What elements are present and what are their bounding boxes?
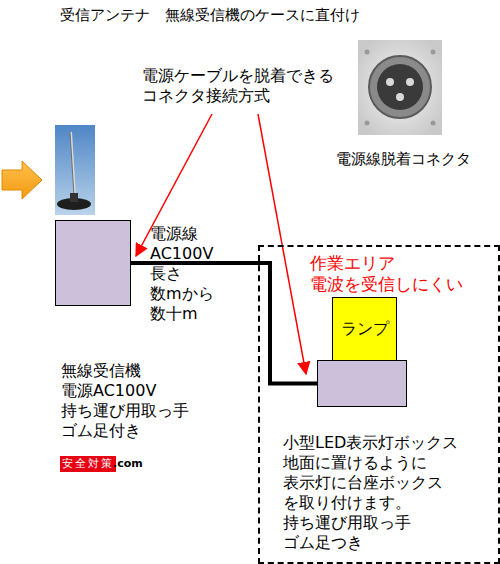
screw xyxy=(365,50,370,55)
screw xyxy=(431,121,436,126)
logo-mark: 安全対策 xyxy=(60,456,116,472)
connector-note: 電源ケーブルを脱着できる コネクタ接続方式 xyxy=(142,66,334,106)
node-text: 作業エリア 電波を受信しにくい xyxy=(310,253,463,296)
led-base-box: 小型LED表示灯ボックス 地面に置けるように 表示灯に台座ボックス を取り付けま… xyxy=(317,360,407,407)
node-text: 小型LED表示灯ボックス 地面に置けるように 表示灯に台座ボックス を取り付けま… xyxy=(283,433,458,553)
photo-caption: 電源線脱着コネクタ xyxy=(336,150,471,169)
screw xyxy=(431,50,436,55)
photo-background xyxy=(358,40,442,135)
connector-pin xyxy=(406,78,414,86)
antenna-rod xyxy=(71,132,75,196)
leader-arrow xyxy=(258,114,306,374)
antenna-photo xyxy=(55,125,95,215)
antenna-note: 受信アンテナ 無線受信機のケースに直付け xyxy=(60,6,360,25)
pointer-arrow xyxy=(2,161,42,199)
connector-photo xyxy=(358,40,442,135)
receiver-box: 無線受信機 電源AC100V 持ち運び用取っ手 ゴム足付き xyxy=(55,220,131,306)
edge-label: 電源線 AC100V 長さ 数mから 数十m xyxy=(150,224,214,324)
connector-ring xyxy=(369,56,431,118)
connector-pin xyxy=(386,78,394,86)
work-area: 作業エリア 電波を受信しにくいランプ小型LED表示灯ボックス 地面に置けるように… xyxy=(258,245,500,564)
antenna-rod-shade xyxy=(70,132,74,196)
lamp-box: ランプ xyxy=(332,297,397,361)
photo-background xyxy=(55,125,95,215)
connector-face xyxy=(377,64,423,110)
antenna-foot xyxy=(70,193,78,202)
node-text: ランプ xyxy=(333,298,396,360)
connector-pin xyxy=(396,93,404,101)
logo-suffix: .com xyxy=(113,457,143,471)
screw xyxy=(365,121,370,126)
node-text: 無線受信機 電源AC100V 持ち運び用取っ手 ゴム足付き xyxy=(61,361,189,441)
